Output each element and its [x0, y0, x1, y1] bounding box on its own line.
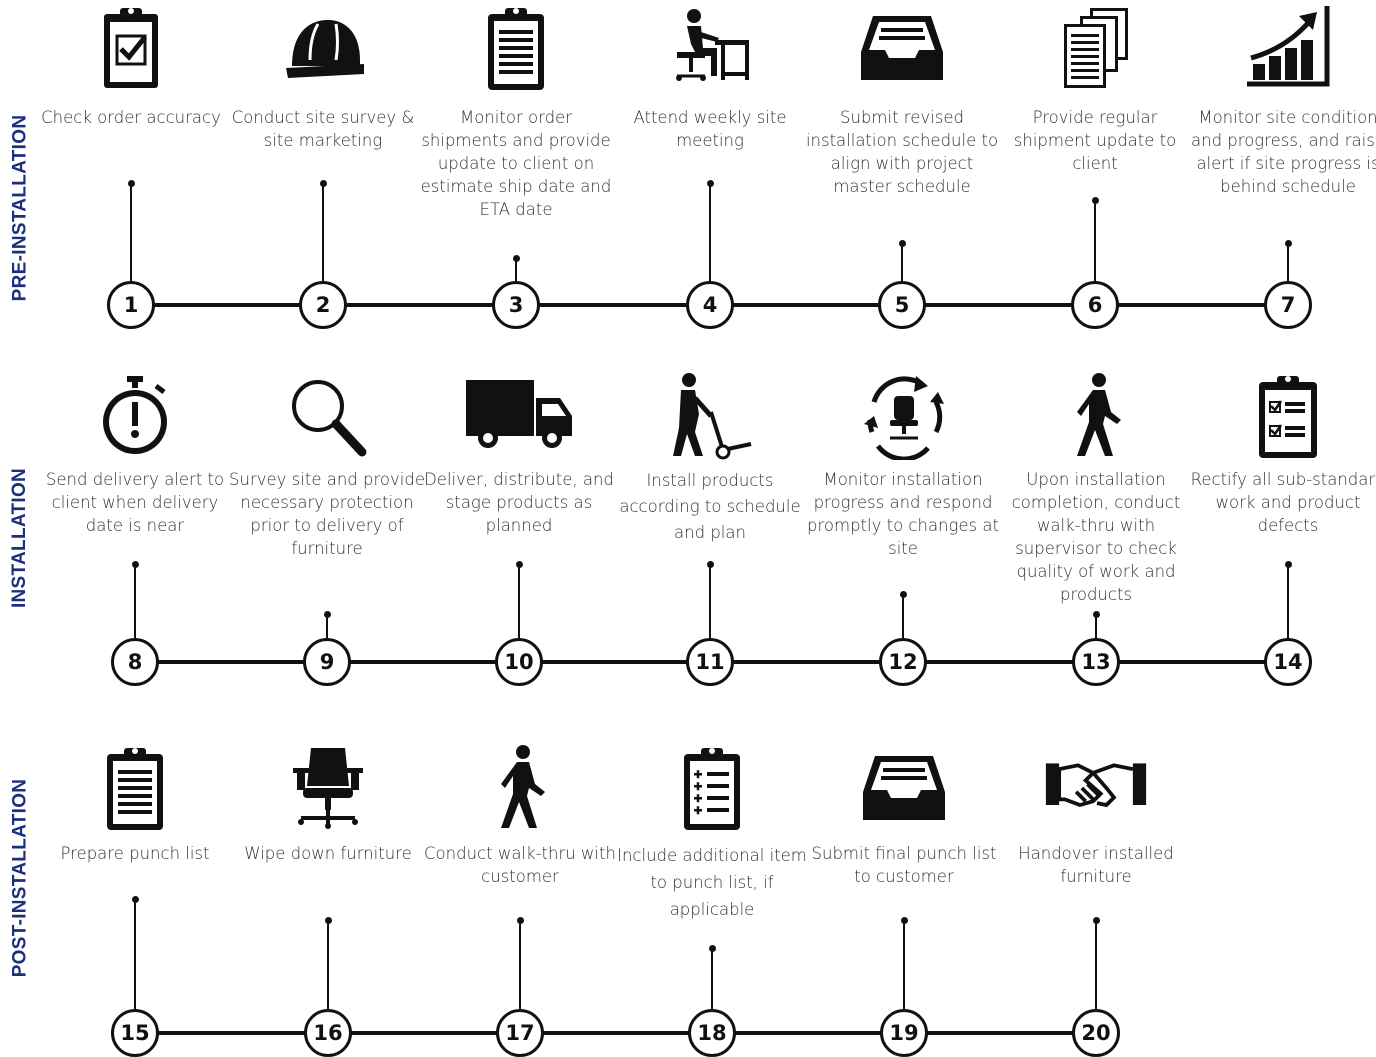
step-description: Monitor installation progress and respon…	[807, 470, 999, 558]
step-number-badge: 17	[496, 1009, 544, 1057]
handshake-icon	[1044, 744, 1148, 832]
connector-stem	[902, 594, 904, 640]
timeline-connector-line	[112, 1031, 1118, 1035]
step-description: Prepare punch list	[60, 844, 210, 863]
connector-stem	[1287, 243, 1289, 283]
connector-stem	[1094, 200, 1096, 283]
inbox-tray-icon	[859, 744, 949, 832]
clipboard-list-icon	[471, 4, 561, 92]
connector-stem	[327, 920, 329, 1011]
step-description: Deliver, distribute, and stage products …	[424, 470, 614, 535]
step-number-badge: 13	[1072, 638, 1120, 686]
step-number-badge: 18	[688, 1009, 736, 1057]
step-number-badge: 10	[495, 638, 543, 686]
step-description: Include additional item to punch list, i…	[617, 846, 807, 919]
step-number-badge: 20	[1072, 1009, 1120, 1057]
step-description: Attend weekly site meeting	[633, 108, 787, 150]
step-number-badge: 3	[492, 281, 540, 329]
step-description: Check order accuracy	[41, 108, 221, 127]
step-number-badge: 4	[686, 281, 734, 329]
step-number-badge: 8	[111, 638, 159, 686]
step-description: Install products according to schedule a…	[619, 471, 801, 542]
connector-stem	[518, 564, 520, 640]
step-description: Survey site and provide necessary protec…	[229, 470, 425, 558]
connector-stem	[711, 948, 713, 1011]
connector-stem	[1095, 920, 1097, 1011]
walking-person-icon	[1051, 372, 1141, 460]
hard-hat-icon	[278, 4, 368, 92]
magnifier-icon	[282, 372, 372, 460]
step-number-badge: 15	[111, 1009, 159, 1057]
office-chair-icon	[283, 744, 373, 832]
step-description: Provide regular shipment update to clien…	[1013, 108, 1177, 173]
connector-stem	[903, 920, 905, 1011]
connector-stem	[519, 920, 521, 1011]
step-number-badge: 16	[304, 1009, 352, 1057]
connector-stem	[326, 614, 328, 640]
connector-stem	[709, 564, 711, 640]
clipboard-checklist-icon	[1243, 372, 1333, 460]
connector-stem	[134, 899, 136, 1011]
documents-stack-icon	[1050, 4, 1140, 92]
connector-stem	[322, 183, 324, 283]
step-description: Rectify all sub-standard work and produc…	[1190, 470, 1376, 535]
walking-person-icon	[475, 744, 565, 832]
connector-stem	[515, 258, 517, 283]
step-number-badge: 19	[880, 1009, 928, 1057]
connector-stem	[901, 243, 903, 283]
clipboard-check-icon	[86, 4, 176, 92]
inbox-tray-icon	[857, 4, 947, 92]
hand-truck-worker-icon	[665, 372, 755, 460]
step-number-badge: 5	[878, 281, 926, 329]
step-number-badge: 1	[107, 281, 155, 329]
step-description: Conduct site survey & site marketing	[231, 108, 415, 150]
step-number-badge: 11	[686, 638, 734, 686]
stopwatch-alert-icon	[90, 372, 180, 460]
step-description: Monitor site condition and progress, and…	[1191, 108, 1376, 196]
growth-chart-icon	[1243, 4, 1333, 92]
step-description: Submit revised installation schedule to …	[805, 108, 999, 196]
step-description: Wipe down furniture	[244, 844, 412, 863]
step-number-badge: 9	[303, 638, 351, 686]
connector-stem	[1287, 564, 1289, 640]
connector-stem	[709, 183, 711, 283]
step-description: Monitor order shipments and provide upda…	[420, 108, 612, 219]
step-description: Send delivery alert to client when deliv…	[45, 470, 225, 535]
step-number-badge: 12	[879, 638, 927, 686]
connector-stem	[134, 564, 136, 640]
step-description: Handover installed furniture	[1018, 844, 1174, 886]
step-number-badge: 7	[1264, 281, 1312, 329]
clipboard-plus-list-icon	[667, 744, 757, 832]
connector-stem	[1095, 614, 1097, 640]
step-number-badge: 6	[1071, 281, 1119, 329]
chair-cycle-icon	[858, 372, 948, 460]
person-at-desk-icon	[665, 4, 755, 92]
step-number-badge: 14	[1264, 638, 1312, 686]
step-description: Upon installation completion, conduct wa…	[1011, 470, 1181, 604]
clipboard-list-icon	[90, 744, 180, 832]
step-description: Submit final punch list to customer	[811, 844, 997, 886]
connector-stem	[130, 183, 132, 283]
step-description: Conduct walk-thru with customer	[424, 844, 616, 886]
delivery-truck-icon	[463, 372, 575, 460]
step-number-badge: 2	[299, 281, 347, 329]
